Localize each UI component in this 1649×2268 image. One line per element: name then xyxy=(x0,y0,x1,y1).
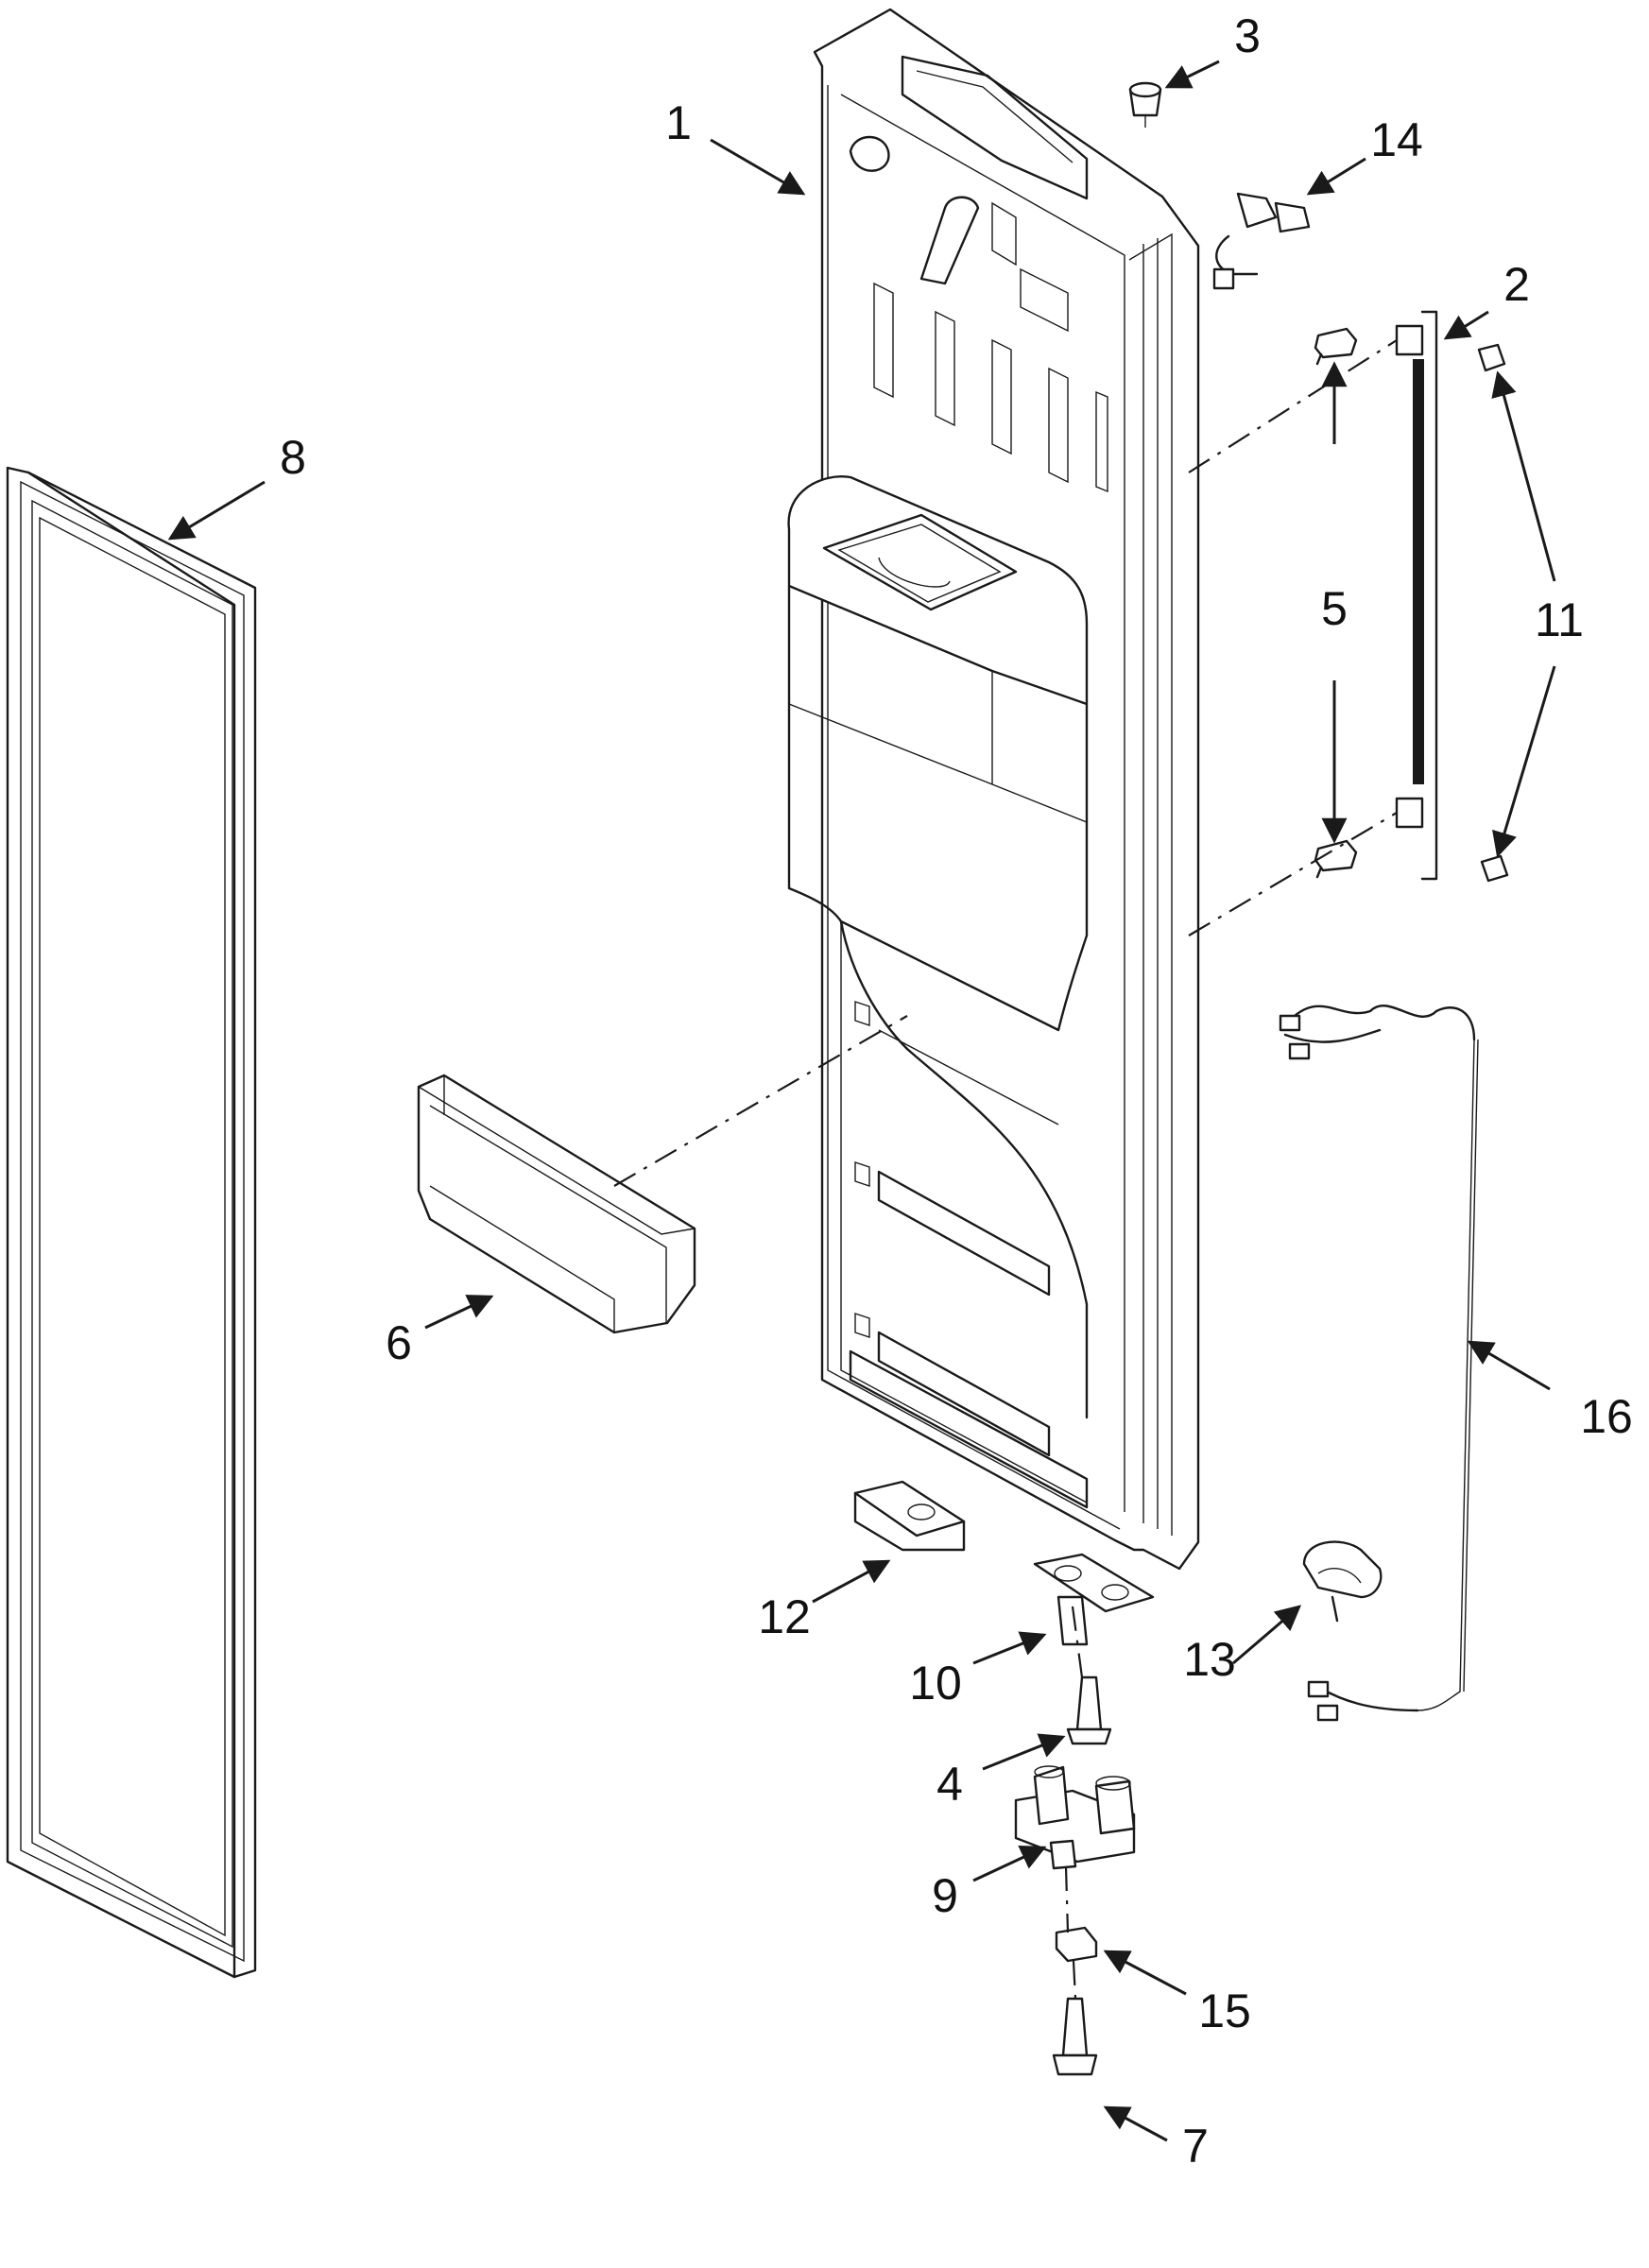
screw-7-part xyxy=(1052,1997,1098,2076)
callout-7: 7 xyxy=(1182,2120,1209,2173)
screw-upper-part xyxy=(1477,343,1506,372)
screw-lower-part xyxy=(1480,854,1509,883)
screw-4-part xyxy=(1066,1675,1112,1745)
callout-12: 12 xyxy=(758,1590,811,1643)
callout-13: 13 xyxy=(1183,1633,1236,1686)
assembly-lines xyxy=(613,339,1398,2000)
callout-14: 14 xyxy=(1370,113,1423,166)
callout-8: 8 xyxy=(280,431,306,484)
callout-1: 1 xyxy=(665,96,692,149)
callout-16: 16 xyxy=(1580,1390,1633,1443)
bracket-plate-part xyxy=(1033,1553,1155,1646)
callout-5: 5 xyxy=(1321,582,1348,635)
door-liner-part xyxy=(787,8,1200,1571)
harness-connector-part xyxy=(1212,192,1311,290)
clip-part xyxy=(1055,1926,1098,1963)
fitting-bracket-part xyxy=(1014,1765,1136,1870)
door-gasket-part xyxy=(6,466,257,1979)
wire-harness-part xyxy=(1279,1005,1479,1722)
hinge-pin-lower-part xyxy=(1314,839,1358,879)
callout-labels: 1 2 3 4 5 6 7 8 9 10 11 12 13 14 15 16 xyxy=(280,9,1633,2173)
callout-10: 10 xyxy=(909,1657,962,1710)
bracket-upper-part xyxy=(853,1480,966,1552)
callout-3: 3 xyxy=(1234,9,1261,62)
callout-11: 11 xyxy=(1535,593,1584,646)
callout-9: 9 xyxy=(932,1869,958,1922)
door-bin-part xyxy=(417,1074,696,1334)
clamp-part xyxy=(1302,1540,1383,1623)
hinge-pin-upper-part xyxy=(1314,327,1358,366)
callout-4: 4 xyxy=(936,1758,963,1811)
cap-part xyxy=(1128,81,1162,128)
callout-2: 2 xyxy=(1503,258,1530,311)
callout-15: 15 xyxy=(1198,1984,1251,2037)
callout-6: 6 xyxy=(386,1316,412,1369)
leader-arrows xyxy=(167,60,1556,2142)
hinge-bracket-part xyxy=(1395,310,1438,881)
